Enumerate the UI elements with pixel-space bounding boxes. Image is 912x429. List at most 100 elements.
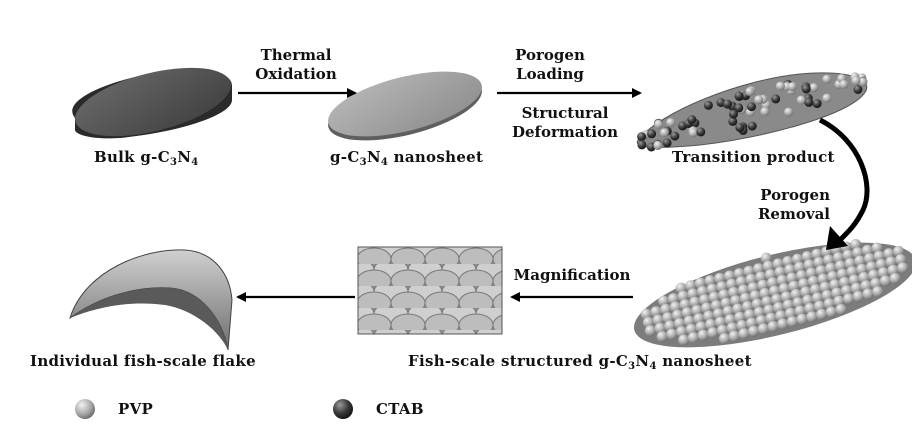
pvp-sphere [662, 312, 674, 324]
pvp-sphere [836, 268, 848, 280]
label-fishscale-mid: N [635, 352, 650, 370]
pvp-sphere [757, 323, 769, 335]
pvp-sphere [688, 128, 698, 138]
pvp-sphere [816, 308, 828, 320]
ctab-sphere [729, 109, 738, 119]
pvp-sphere [850, 282, 862, 294]
pvp-sphere [739, 292, 751, 304]
pvp-sphere [664, 320, 676, 332]
pvp-sphere [879, 275, 891, 287]
pvp-sphere [745, 87, 755, 97]
step-porogen-loading: Porogen Loading [500, 46, 600, 84]
pvp-sphere [809, 284, 821, 296]
pvp-sphere [796, 313, 808, 325]
pvp-sphere [736, 320, 748, 331]
pvp-sphere [708, 291, 720, 303]
pvp-sphere [784, 107, 794, 117]
pvp-sphere [737, 284, 749, 296]
label-fishscale-sheet: Fish-scale structured g-C3N4 nanosheet [408, 352, 752, 372]
step-porogen-removal-line1: Porogen [760, 186, 830, 204]
pvp-sphere [868, 269, 880, 281]
pvp-sphere [806, 311, 818, 323]
pvp-sphere [782, 256, 794, 267]
step-porogen-loading-line1: Porogen [515, 46, 585, 64]
pvp-sphere [897, 262, 909, 274]
pvp-sphere [717, 324, 728, 336]
ctab-sphere [333, 399, 353, 419]
pvp-sphere [870, 277, 882, 289]
pvp-sphere [761, 296, 773, 308]
pvp-sphere [654, 322, 666, 334]
pvp-sphere [843, 293, 855, 305]
arrow-porogen-removal-head [826, 226, 848, 250]
pvp-sphere [775, 81, 785, 91]
ctab-sphere [662, 138, 672, 148]
pvp-sphere [746, 317, 758, 329]
pvp-sphere [788, 280, 800, 292]
pvp-sphere [650, 306, 662, 318]
pvp-sphere [805, 267, 817, 279]
pvp-sphere [864, 253, 875, 265]
pvp-sphere [885, 256, 897, 268]
label-nanosheet-pre: g-C [330, 148, 360, 166]
pvp-sphere [804, 303, 816, 314]
label-fishscale-sub2: 4 [649, 361, 657, 372]
legend-pvp: PVP [118, 400, 153, 418]
pvp-sphere [669, 301, 681, 313]
label-transition: Transition product [672, 148, 835, 166]
pvp-sphere [823, 298, 835, 310]
pvp-sphere [726, 322, 738, 334]
pvp-sphere [716, 281, 728, 293]
label-bulk-sub2: 4 [191, 157, 199, 168]
pvp-sphere [704, 275, 716, 287]
pvp-sphere [652, 314, 664, 326]
pvp-sphere [672, 309, 683, 321]
pvp-sphere [656, 331, 668, 343]
step-porogen-removal-line2: Removal [757, 205, 830, 223]
pvp-sphere [765, 312, 777, 324]
pvp-sphere [846, 266, 858, 278]
pvp-sphere [844, 258, 856, 269]
pvp-sphere [790, 289, 802, 300]
pvp-sphere [862, 288, 874, 300]
pvp-sphere [753, 263, 765, 275]
pvp-sphere [889, 273, 901, 284]
ctab-sphere [747, 121, 757, 131]
legend-ctab: CTAB [376, 400, 424, 418]
ctab-sphere [637, 132, 647, 142]
pvp-sphere [875, 258, 887, 270]
pvp-sphere [852, 290, 864, 302]
pvp-sphere [730, 295, 742, 307]
pvp-sphere [677, 290, 689, 302]
ctab-sphere [734, 91, 744, 101]
pvp-sphere [687, 332, 699, 344]
label-bulk-pre: Bulk g-C [94, 148, 170, 166]
label-fishscale-post: nanosheet [656, 352, 752, 370]
pvp-sphere [814, 300, 825, 312]
ctab-sphere [734, 103, 744, 113]
pvp-sphere [695, 321, 707, 333]
ctab-sphere [771, 94, 781, 104]
pvp-sphere [794, 261, 805, 273]
pvp-sphere [744, 309, 755, 321]
pvp-sphere [839, 276, 850, 288]
pvp-sphere [767, 321, 779, 332]
pvp-sphere [841, 285, 852, 297]
ctab-sphere [804, 97, 814, 107]
pvp-sphere [747, 282, 759, 294]
pvp-sphere [706, 283, 718, 295]
pvp-sphere [642, 317, 654, 328]
pvp-sphere [775, 310, 787, 322]
pvp-sphere [858, 77, 868, 87]
pvp-sphere [792, 297, 804, 309]
pvp-sphere [760, 252, 772, 264]
pvp-sphere [784, 307, 796, 319]
label-fishscale-pre: Fish-scale structured g-C [408, 352, 629, 370]
step-structural-deformation: Structural Deformation [500, 104, 630, 142]
label-nanosheet-sub1: 3 [359, 157, 367, 168]
label-individual-flake: Individual fish-scale flake [30, 352, 256, 370]
pvp-sphere [738, 328, 750, 340]
pvp-sphere [776, 274, 788, 286]
pvp-sphere [697, 329, 709, 341]
